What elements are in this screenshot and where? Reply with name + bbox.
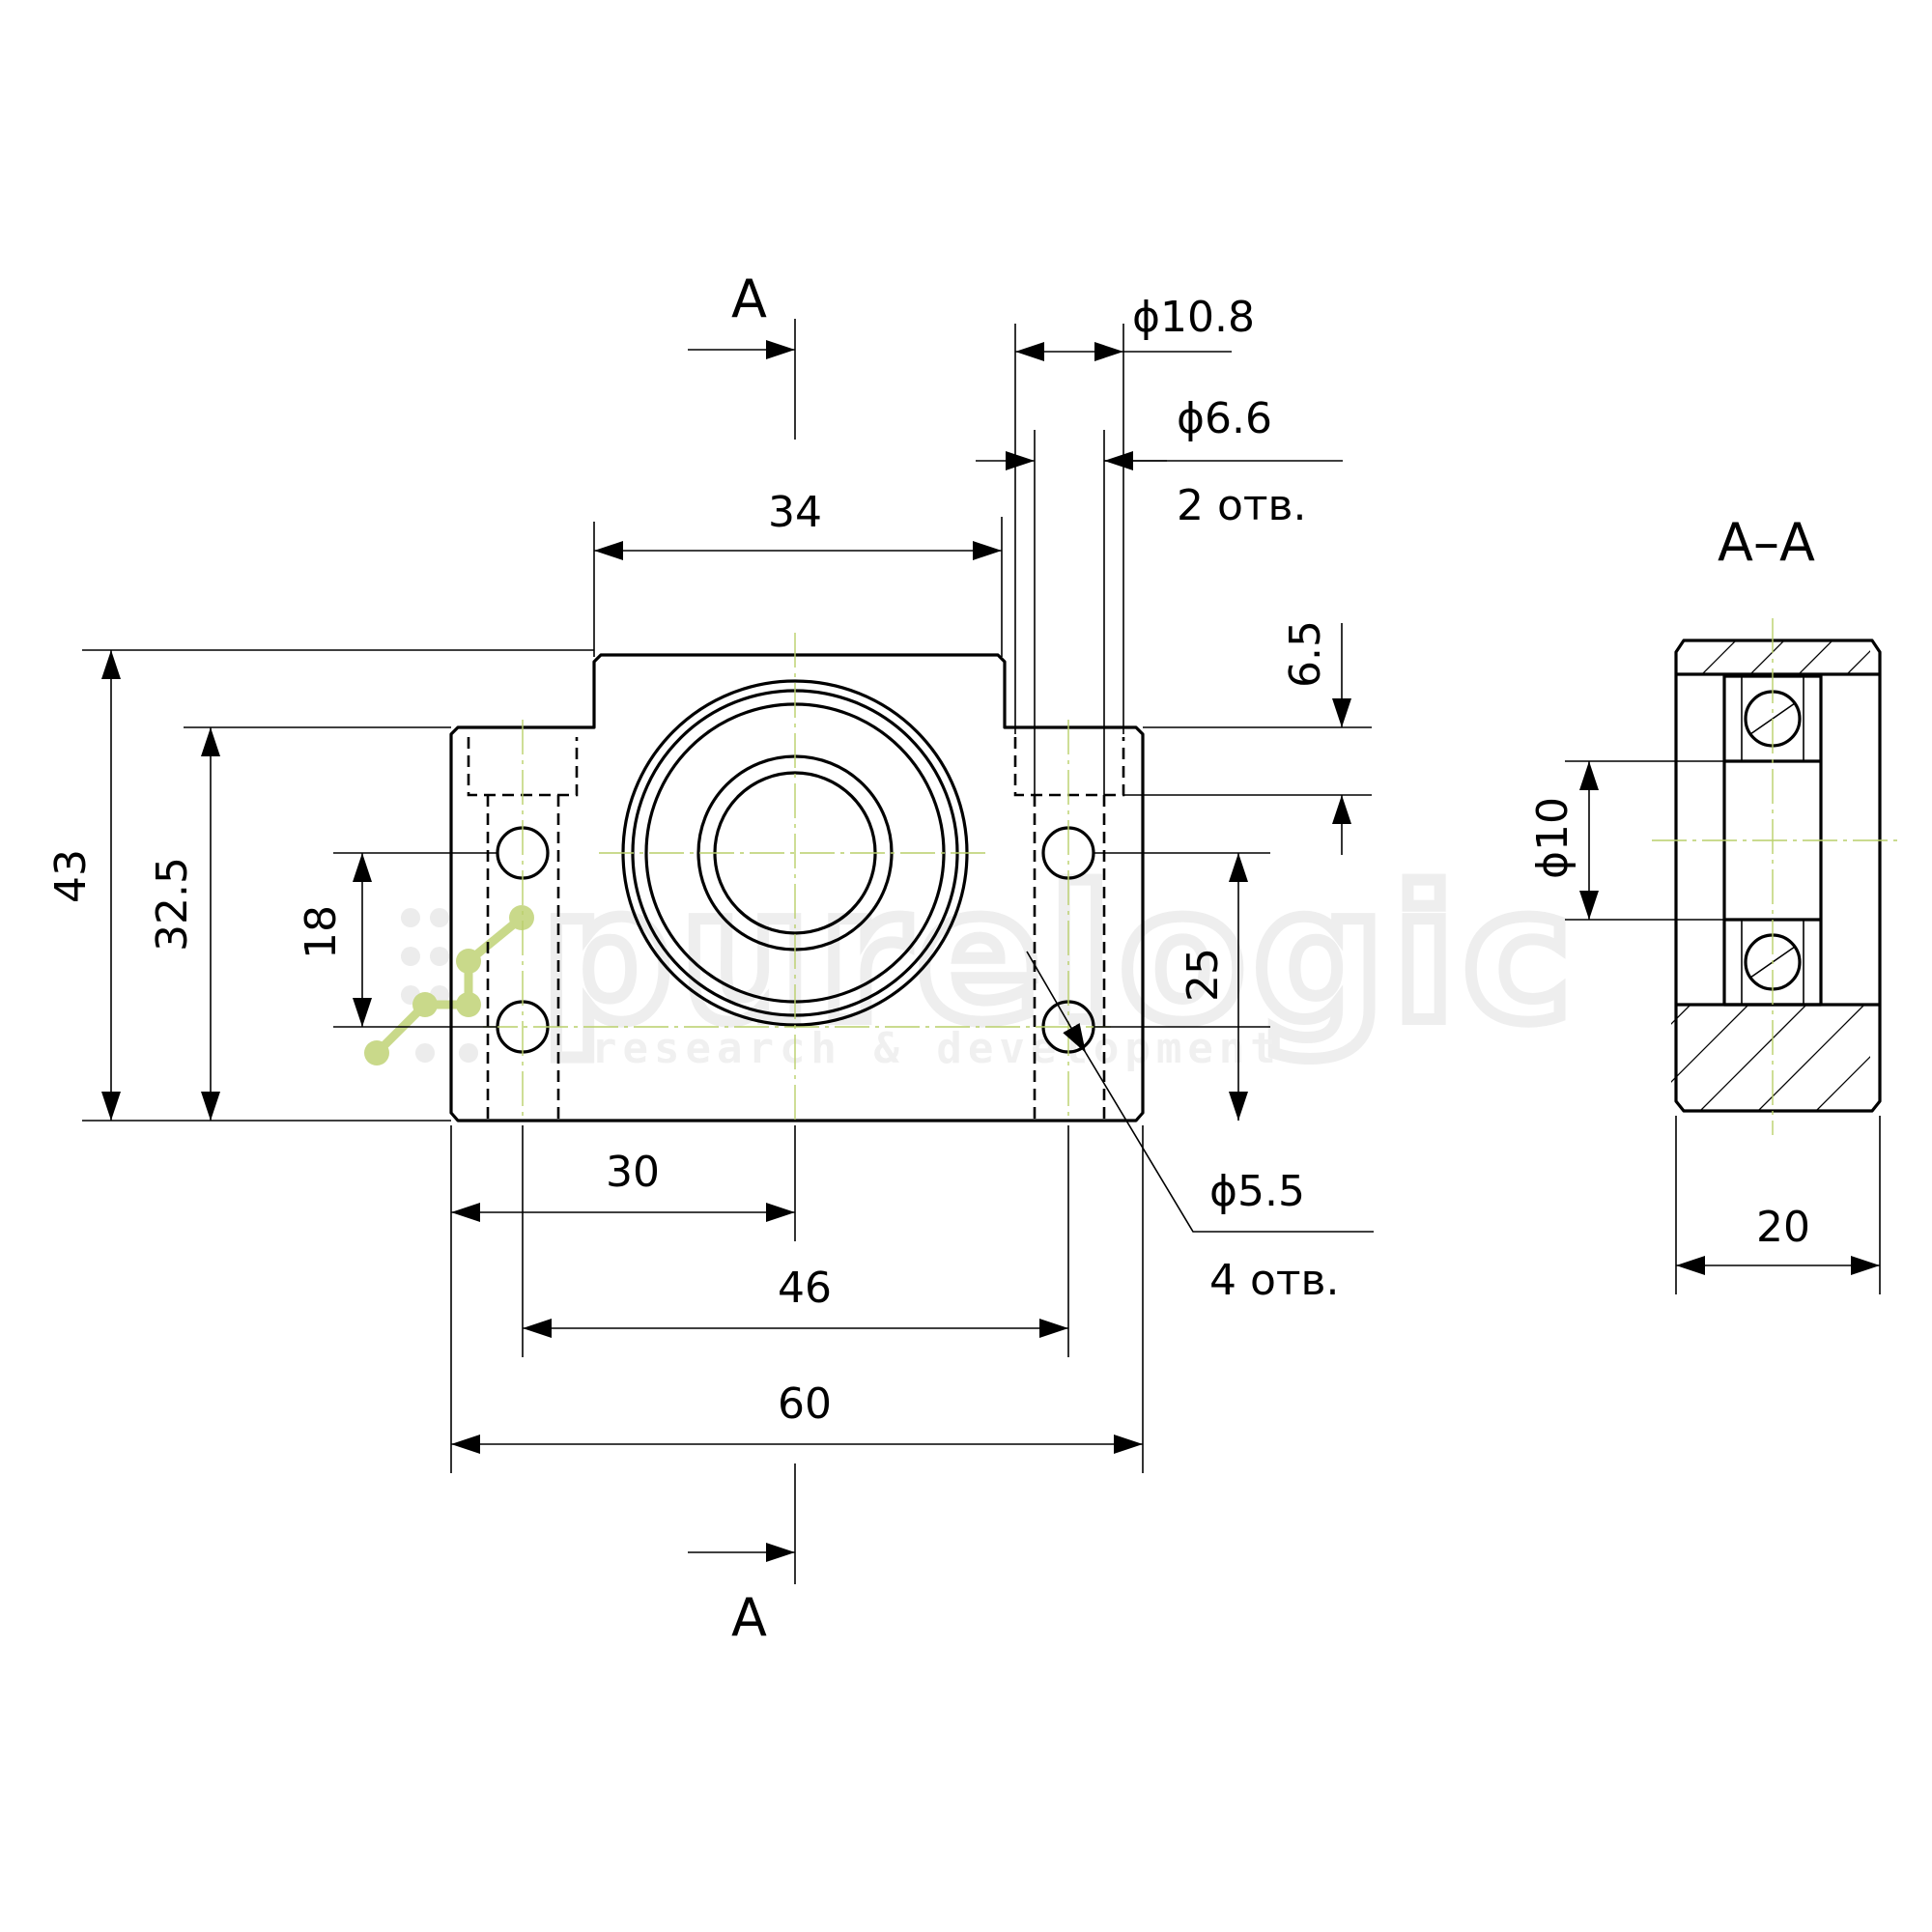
section-hatching — [1671, 640, 1870, 1111]
dim-height-43: 43 — [46, 849, 96, 903]
watermark-logo-icon — [364, 905, 534, 1065]
dim-height-32-5: 32.5 — [148, 857, 197, 952]
extension-lines — [82, 324, 1372, 1473]
dim-bore-10: ϕ10 — [1528, 797, 1577, 879]
watermark-tagline: research & development — [591, 1024, 1282, 1073]
dim-thickness-20: 20 — [1756, 1203, 1810, 1252]
dim-mount-hole-dia: ϕ5.5 — [1209, 1167, 1305, 1216]
dim-spacing-46: 46 — [778, 1264, 832, 1313]
section-mark-top: A — [731, 269, 767, 329]
dim-center-30: 30 — [606, 1148, 660, 1197]
dim-width-34: 34 — [768, 488, 822, 537]
dimension-lines — [101, 342, 1374, 1454]
dim-spacing-25: 25 — [1179, 948, 1228, 1002]
dim-counterbore-dia: ϕ10.8 — [1132, 293, 1255, 342]
dim-depth-6-5: 6.5 — [1281, 620, 1330, 688]
section-outline — [1674, 639, 1882, 1113]
section-view: A–A — [1528, 512, 1898, 1294]
dim-spacing-18: 18 — [297, 905, 346, 959]
dim-hole-dia: ϕ6.6 — [1177, 394, 1272, 443]
section-view-title: A–A — [1718, 512, 1815, 573]
dim-width-60: 60 — [778, 1379, 832, 1429]
front-view: A A 34 ϕ10.8 ϕ6.6 2 отв. 6.5 43 32.5 18 … — [46, 269, 1374, 1648]
dim-holes-count-4: 4 отв. — [1209, 1256, 1339, 1305]
dim-holes-count-2: 2 отв. — [1177, 481, 1306, 530]
housing-outline — [449, 653, 1145, 1122]
section-cut-marks — [688, 319, 796, 1584]
watermark: purelogic research & development — [364, 843, 1579, 1073]
section-mark-bottom: A — [731, 1587, 767, 1648]
watermark-brand: purelogic — [541, 849, 1579, 1063]
center-lines — [483, 633, 1111, 1121]
